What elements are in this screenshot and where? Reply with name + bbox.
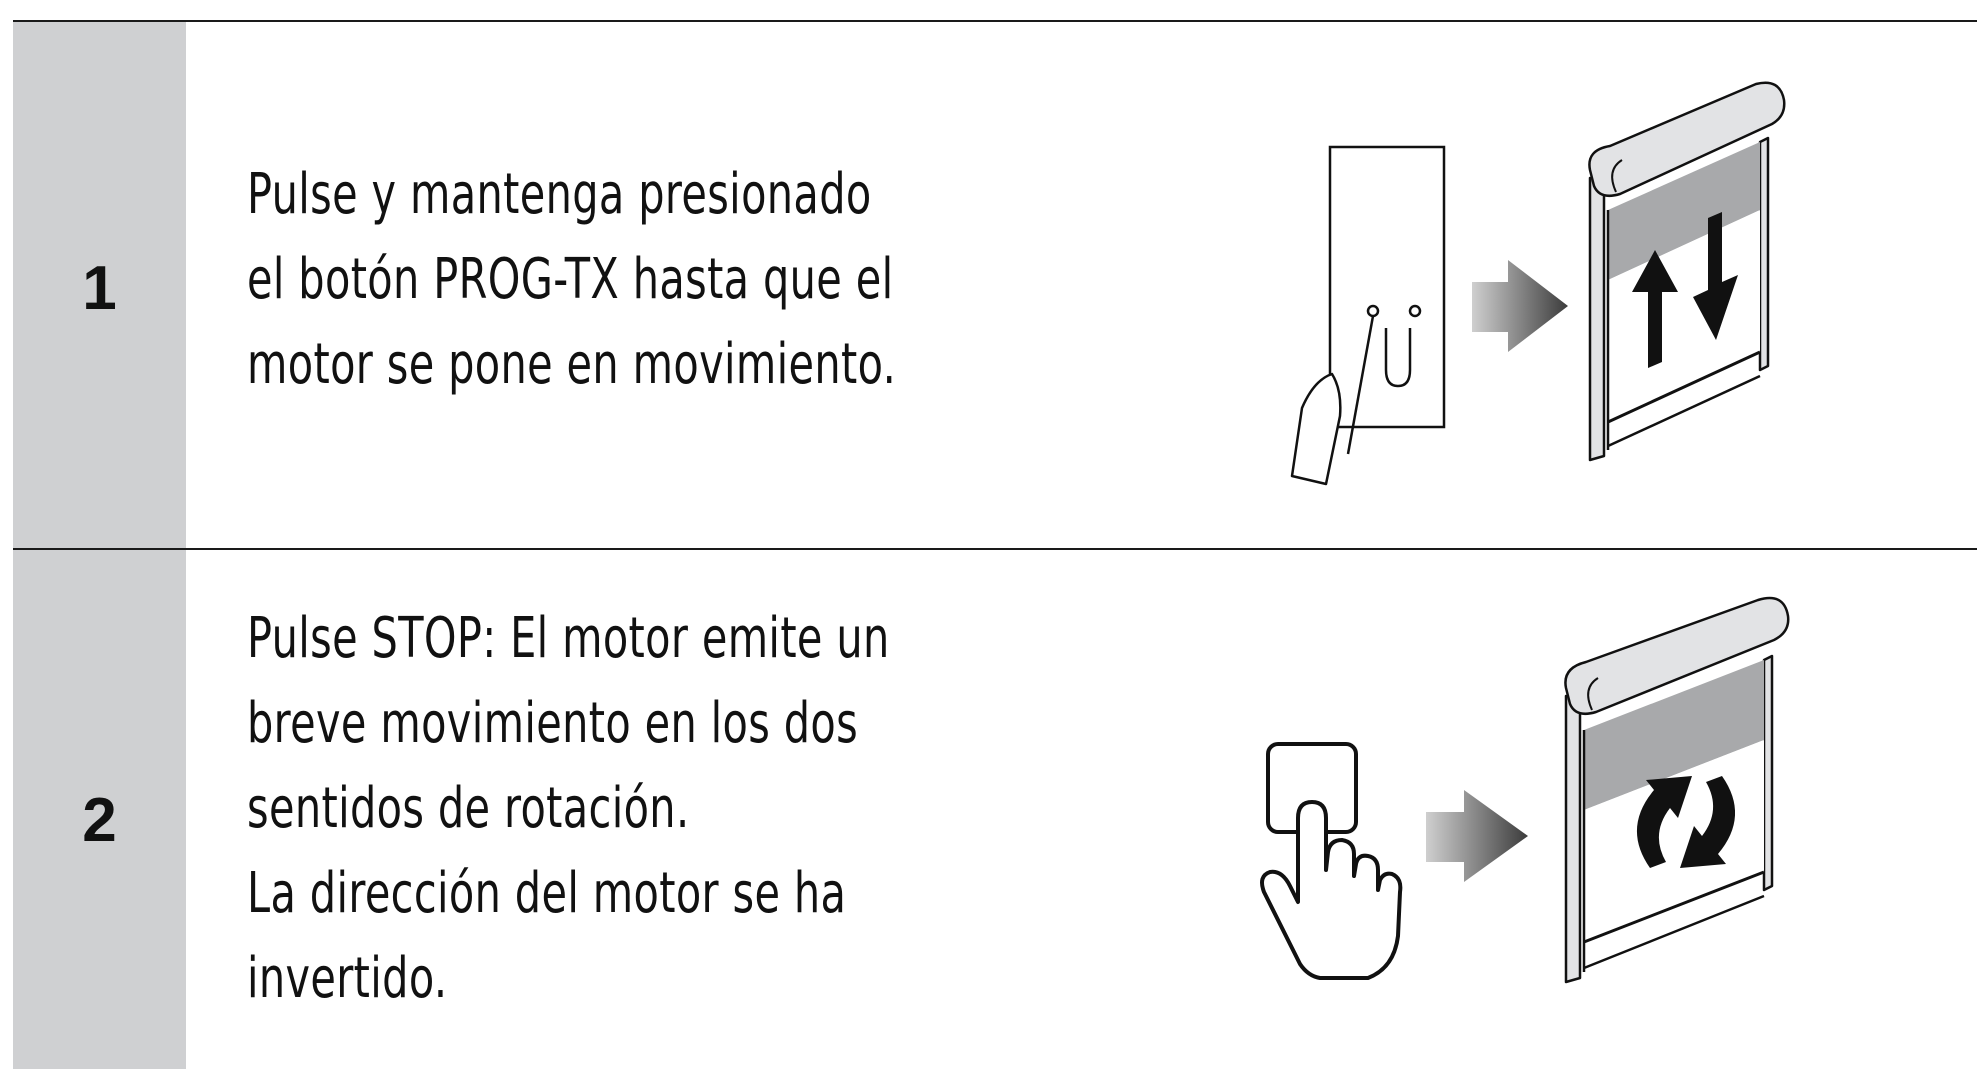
down-arrow-icon (1693, 212, 1738, 340)
roller-blind-icon (1588, 81, 1786, 462)
step-1-instructions: Pulse y mantenga presionado el botón PRO… (247, 152, 1031, 407)
step-2-line: breve movimiento en los dos (247, 691, 859, 756)
hand-press-button-icon (1260, 742, 1403, 980)
arrow-right-icon (1426, 790, 1528, 882)
pen-tip-icon (1290, 315, 1375, 486)
step-2-line: invertido. (247, 946, 448, 1011)
up-arrow-icon (1632, 250, 1678, 368)
step-divider (13, 548, 1977, 550)
step-2-line: sentidos de rotación. (247, 776, 690, 841)
step-1-illustration (1260, 70, 1820, 510)
step-2-illustration (1250, 580, 1820, 1050)
arrow-right-icon (1472, 260, 1568, 352)
step-number-column (13, 22, 186, 1069)
step-2-line: Pulse STOP: El motor emite un (247, 606, 890, 671)
step-1-number: 1 (82, 254, 117, 323)
step-1-line: Pulse y mantenga presionado (247, 162, 872, 227)
step-2-instructions: Pulse STOP: El motor emite un breve movi… (247, 596, 1031, 1021)
rotation-arrows-icon (1636, 776, 1736, 868)
top-divider (13, 20, 1977, 22)
remote-control-icon (1328, 145, 1446, 429)
step-2-number: 2 (82, 786, 117, 855)
step-1-line: motor se pone en movimiento. (247, 332, 897, 397)
step-2-line: La dirección del motor se ha (247, 861, 847, 926)
step-1-line: el botón PROG-TX hasta que el (247, 247, 894, 312)
